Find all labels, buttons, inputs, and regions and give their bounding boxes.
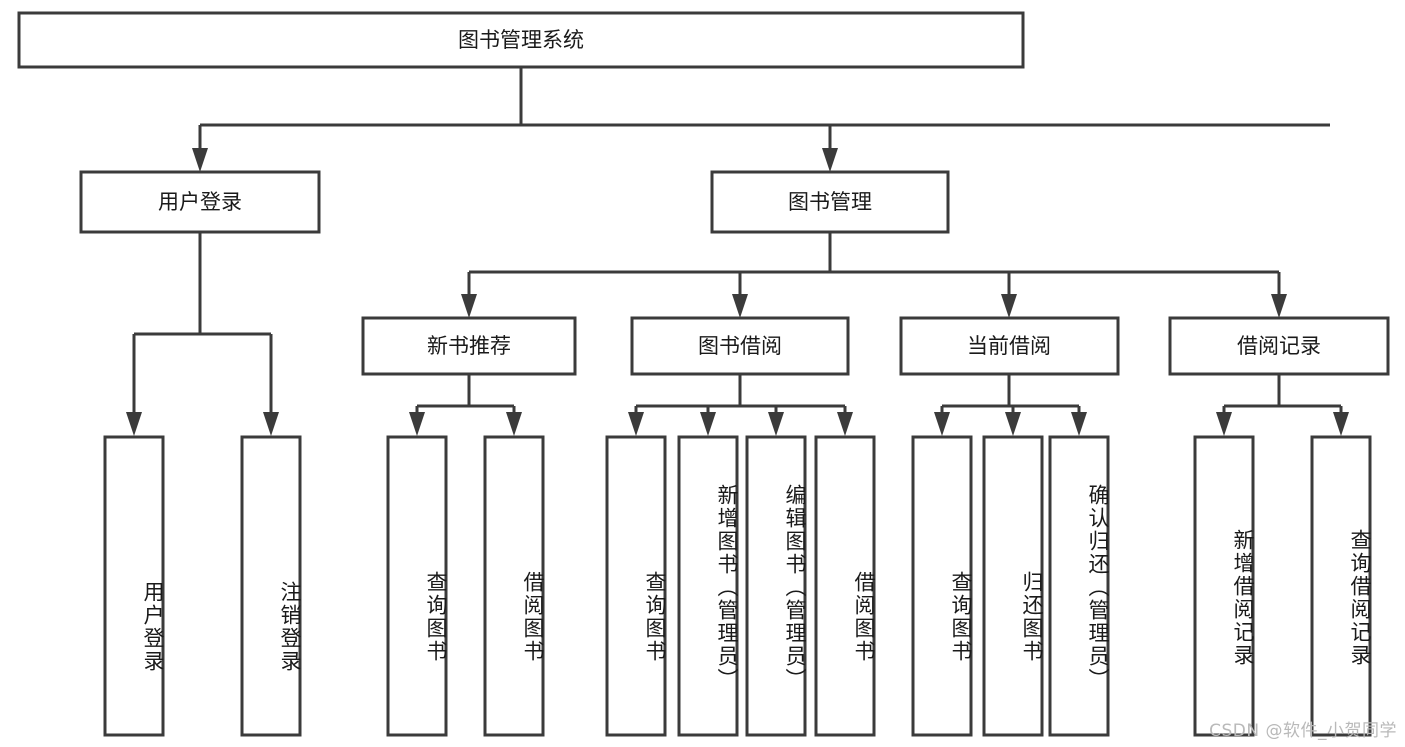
node-book-borrow-label: 图书借阅 — [698, 334, 782, 358]
leaf-box-new-book-2[interactable] — [483, 435, 545, 737]
leaf-box-book-borrow-4[interactable] — [814, 435, 876, 737]
node-user-login-label: 用户登录 — [158, 190, 242, 214]
leaf-box-new-book-1[interactable] — [386, 435, 448, 737]
node-borrow-record-label: 借阅记录 — [1237, 334, 1321, 358]
leaf-box-borrow-record-1[interactable] — [1193, 435, 1255, 737]
leaf-box-user-login-1[interactable] — [103, 435, 165, 737]
node-new-book-recommend[interactable]: 新书推荐 — [361, 316, 577, 376]
leaf-box-user-login-2[interactable] — [240, 435, 302, 737]
leaf-box-book-borrow-2[interactable] — [677, 435, 739, 737]
edge-bookborrow-to-leaves — [628, 374, 853, 436]
node-borrow-record[interactable]: 借阅记录 — [1168, 316, 1390, 376]
node-current-borrow-label: 当前借阅 — [967, 334, 1051, 358]
node-book-borrow[interactable]: 图书借阅 — [630, 316, 850, 376]
edge-currentborrow-to-leaves — [934, 374, 1087, 436]
node-user-login[interactable]: 用户登录 — [79, 170, 321, 234]
leaf-box-borrow-record-2[interactable] — [1310, 435, 1372, 737]
edge-borrowrecord-to-leaves — [1216, 374, 1349, 436]
leaf-box-book-borrow-3[interactable] — [745, 435, 807, 737]
node-current-borrow[interactable]: 当前借阅 — [899, 316, 1120, 376]
node-new-book-recommend-label: 新书推荐 — [427, 334, 511, 358]
node-root-label: 图书管理系统 — [458, 28, 584, 52]
leaf-box-current-borrow-2[interactable] — [982, 435, 1044, 737]
leaf-box-current-borrow-3[interactable] — [1048, 435, 1110, 737]
edge-userlogin-to-leaves — [126, 232, 279, 436]
node-book-management-label: 图书管理 — [788, 190, 872, 214]
leaf-box-current-borrow-1[interactable] — [911, 435, 973, 737]
edge-root-to-level1 — [192, 67, 1330, 172]
leaf-box-book-borrow-1[interactable] — [605, 435, 667, 737]
node-root[interactable]: 图书管理系统 — [17, 11, 1025, 69]
node-book-management[interactable]: 图书管理 — [710, 170, 950, 234]
csdn-watermark: CSDN @软件_小贺同学 — [1209, 721, 1397, 741]
edge-newbook-to-leaves — [409, 374, 522, 436]
edge-bookmgmt-to-level2 — [461, 232, 1287, 318]
